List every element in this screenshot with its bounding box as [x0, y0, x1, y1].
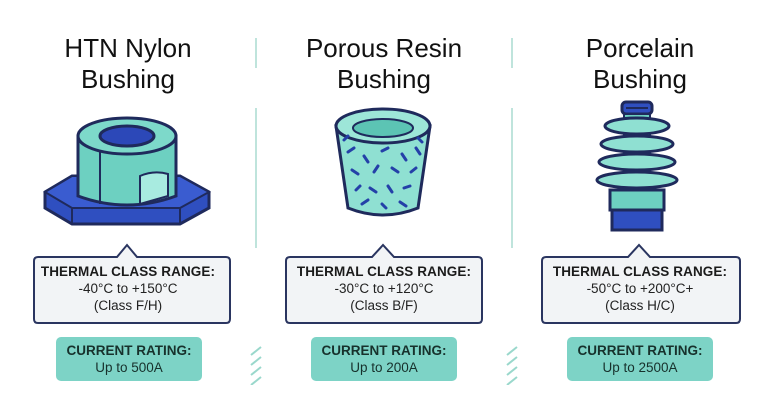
resin-bushing-icon	[334, 107, 432, 217]
current-rating-badge: CURRENT RATING: Up to 500A	[56, 337, 202, 381]
column-porcelain: Porcelain Bushing THERMAL CLASS RANGE: -…	[512, 0, 768, 419]
column-title: Porous Resin Bushing	[305, 33, 463, 94]
column-divider	[511, 108, 513, 248]
current-rating-badge: CURRENT RATING: Up to 200A	[311, 337, 457, 381]
column-divider	[255, 108, 257, 248]
thermal-class-info: THERMAL CLASS RANGE: -40°C to +150°C (Cl…	[40, 264, 216, 313]
thermal-class-info: THERMAL CLASS RANGE: -30°C to +120°C (Cl…	[296, 264, 472, 313]
hatch-decoration	[506, 346, 518, 385]
column-htn-nylon: HTN Nylon Bushing THERMAL CLASS RANGE: -…	[0, 0, 256, 419]
column-porous-resin: Porous Resin Bushing	[256, 0, 512, 419]
hatch-decoration	[250, 346, 262, 385]
column-title: HTN Nylon Bushing	[64, 33, 192, 94]
column-divider	[255, 38, 257, 68]
thermal-class-info: THERMAL CLASS RANGE: -50°C to +200°C+ (C…	[552, 264, 728, 313]
thermal-callout-box	[285, 243, 483, 324]
porcelain-bushing-icon	[595, 100, 679, 232]
column-divider	[511, 38, 513, 68]
thermal-callout-box	[541, 243, 741, 324]
column-title: Porcelain Bushing	[585, 33, 695, 94]
thermal-callout-box	[33, 243, 231, 324]
current-rating-badge: CURRENT RATING: Up to 2500A	[567, 337, 713, 381]
nylon-bushing-icon	[43, 116, 212, 226]
